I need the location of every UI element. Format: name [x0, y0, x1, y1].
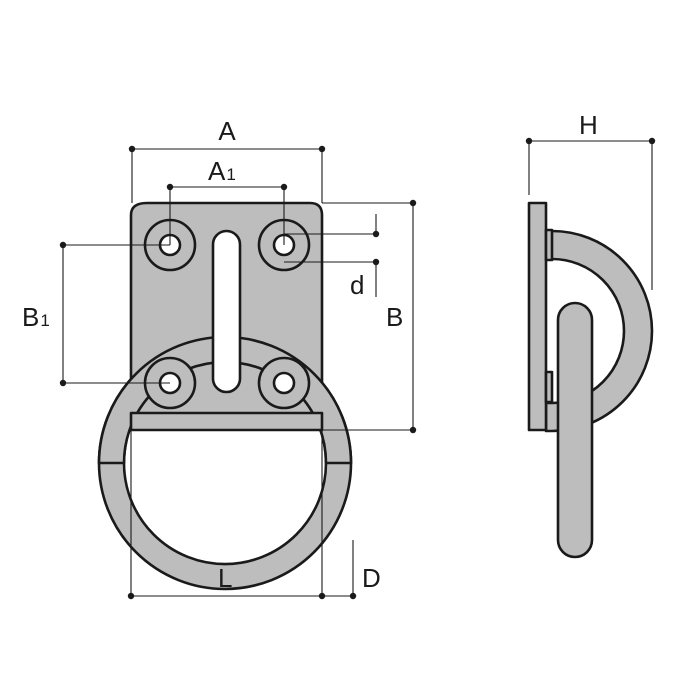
dimension-H: H [525, 110, 656, 290]
label-L: L [218, 563, 232, 593]
label-H: H [579, 110, 598, 140]
plate-bottom-strap [129, 411, 324, 432]
hinge-bar [211, 229, 242, 394]
label-A1: A1 [208, 156, 236, 186]
dimension-D: D [349, 540, 381, 600]
label-B: B [386, 302, 403, 332]
side-ring-link [556, 301, 594, 559]
front-view [97, 201, 353, 591]
dimension-d: d [284, 214, 380, 300]
label-d: d [350, 270, 364, 300]
side-view [527, 201, 654, 559]
label-B1: B1 [22, 302, 50, 332]
side-pin-top [544, 228, 554, 262]
dimension-B: B [322, 199, 417, 434]
mounting-hole-bottom-right [257, 356, 311, 410]
dimension-A1: A1 [166, 156, 288, 245]
label-A: A [218, 116, 236, 146]
dimension-L: L [127, 430, 353, 600]
label-D: D [362, 563, 381, 593]
side-base-plate [527, 201, 548, 432]
dimension-B1: B1 [22, 241, 170, 387]
dimension-A: A [128, 116, 326, 203]
side-pin-bottom [544, 370, 554, 404]
hinge-loop [544, 229, 654, 433]
